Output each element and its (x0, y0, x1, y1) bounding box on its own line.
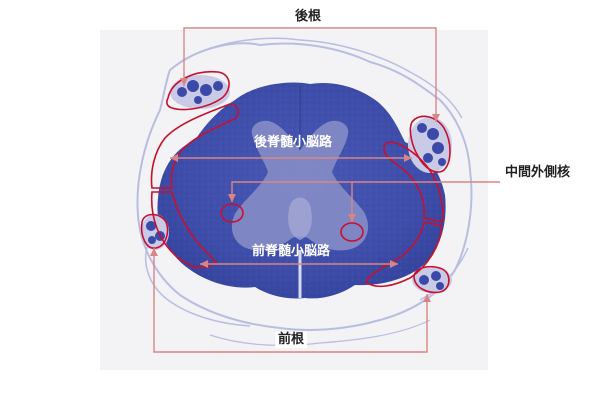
intermediolateral-nucleus-leader (231, 181, 353, 222)
ventral-spinocerebellar-tract-outline-left (150, 191, 218, 269)
ventral-root-leader (153, 248, 428, 353)
intermediolateral-nucleus-label: 中間外側核 (502, 165, 574, 181)
ventral-root-label: 前根 (275, 332, 308, 348)
dorsal-root-outline-left (166, 70, 230, 111)
dorsal-root-bundle-left (170, 75, 230, 109)
ventral-root-outline-right (413, 265, 450, 294)
dorsal-spinocerebellar-tract-outline-right (383, 141, 444, 223)
ventral-root-bundle-left (141, 214, 169, 250)
intermediolateral-nucleus-outline-right (340, 222, 364, 242)
dorsal-root-label: 後根 (292, 9, 325, 25)
dorsal-spinocerebellar-tract-label: 後脊髄小脳路 (254, 135, 333, 150)
gray-matter (231, 120, 369, 251)
dorsal-root-leader (183, 27, 437, 122)
intermediolateral-nucleus-outline-left (220, 203, 244, 223)
ventral-spinocerebellar-tract-label: 前脊髄小脳路 (252, 244, 331, 259)
ventral-root-bundle-right (412, 267, 452, 293)
dorsal-root-bundle-right (408, 117, 452, 173)
dorsal-spinocerebellar-tract-outline-left (150, 103, 239, 189)
ventral-spinocerebellar-tract-outline-right (365, 221, 443, 288)
